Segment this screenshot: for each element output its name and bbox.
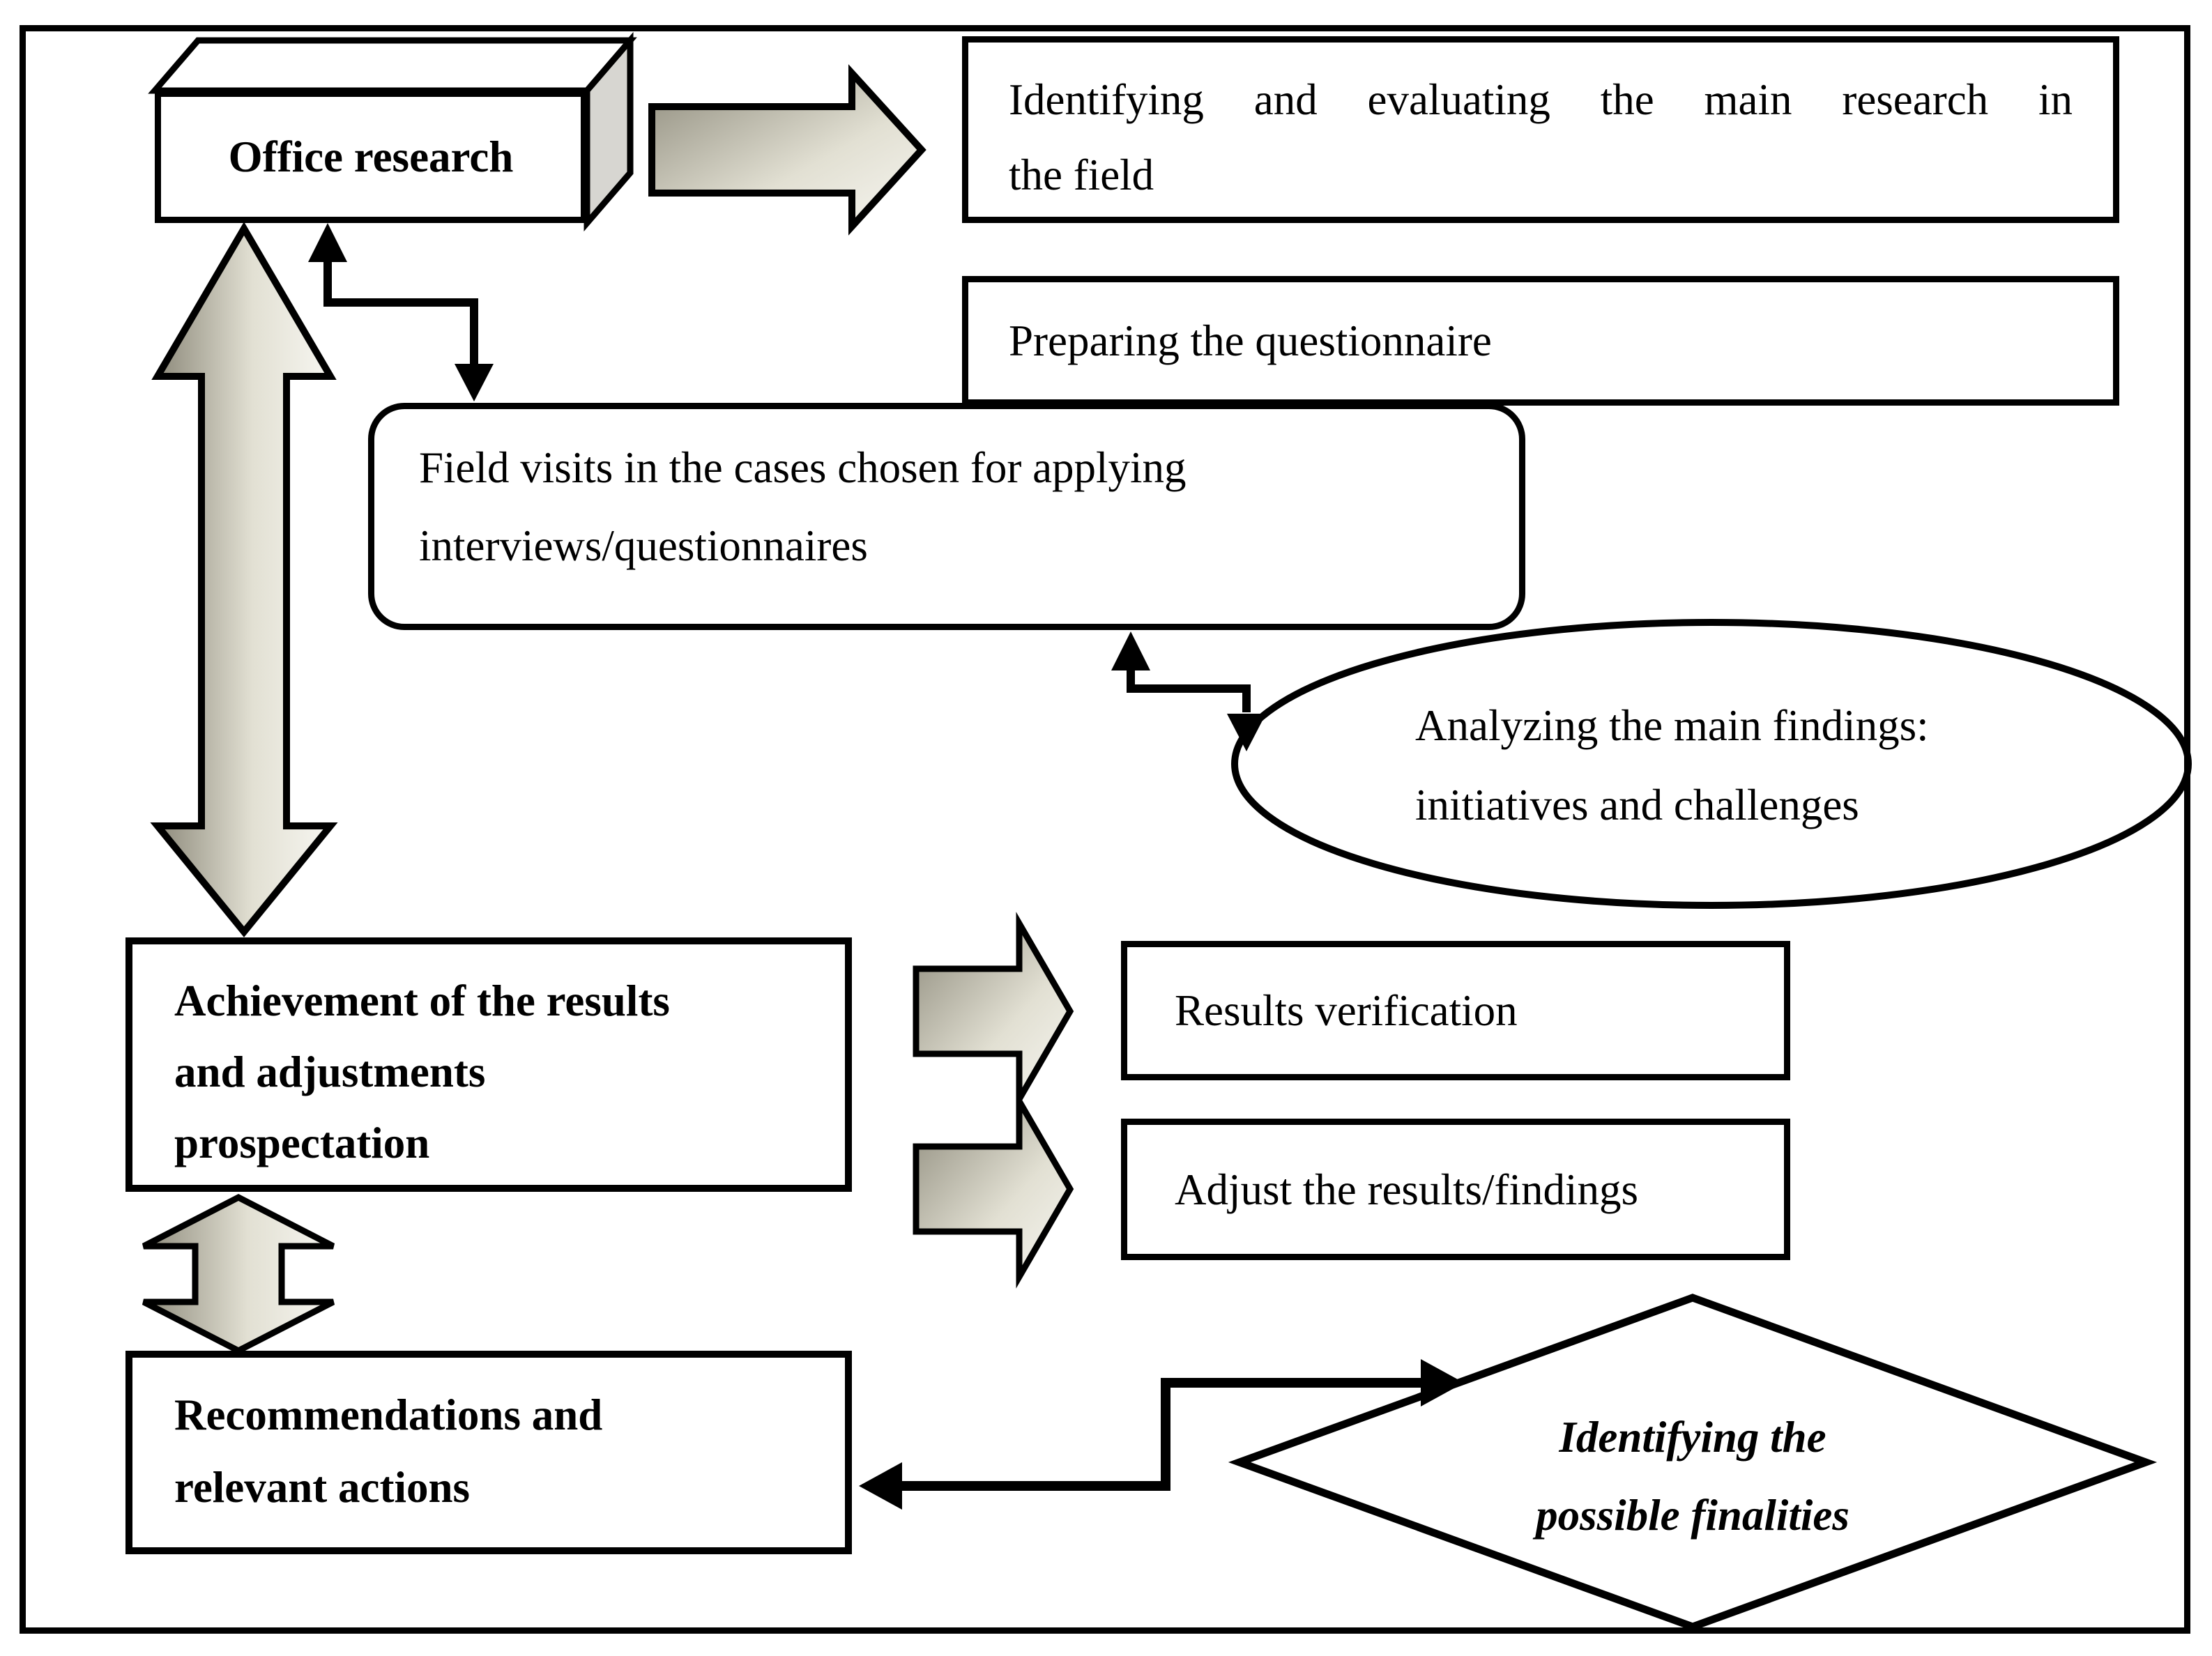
results-verification-label: Results verification: [1175, 986, 1518, 1035]
achievement-box: Achievement of the results and adjustmen…: [125, 937, 852, 1192]
identifying-finalities-line1: Identifying the: [1559, 1413, 1826, 1462]
preparing-questionnaire-label: Preparing the questionnaire: [1009, 316, 1492, 365]
achievement-line2: and adjustments: [174, 1048, 486, 1096]
connector-diamond-arrowhead-right: [1421, 1359, 1464, 1406]
connector-recommendations-diamond-line: [901, 1378, 1422, 1491]
field-visits-line1: Field visits in the cases chosen for app…: [419, 443, 1187, 492]
achievement-line1: Achievement of the results: [174, 976, 670, 1025]
achievement-line3: prospectation: [174, 1119, 430, 1167]
identifying-research-box: Identifying and evaluating the main rese…: [962, 36, 2119, 223]
office-box-side-face: [583, 31, 634, 232]
recommendations-box: Recommendations and relevant actions: [125, 1351, 852, 1554]
adjust-results-label: Adjust the results/findings: [1175, 1165, 1638, 1214]
analyzing-findings-line2: initiatives and challenges: [1415, 781, 1859, 829]
results-verification-box: Results verification: [1121, 941, 1790, 1080]
identifying-finalities-line2: possible finalities: [1536, 1491, 1849, 1540]
arrow-office-to-identifying: [648, 64, 926, 236]
identifying-finalities-diamond: [1228, 1294, 2158, 1631]
analyzing-findings-line1: Analyzing the main findings:: [1415, 701, 1929, 750]
diagram-border: [20, 25, 2190, 1634]
connector-fieldvisits-analyzing-line: [1127, 669, 1251, 712]
field-visits-box: Field visits in the cases chosen for app…: [368, 403, 1525, 630]
connector-recommendations-arrowhead-left: [859, 1462, 902, 1510]
field-visits-line2: interviews/questionnaires: [419, 521, 868, 570]
connector-fieldvisits-arrowhead-down: [455, 364, 494, 401]
identifying-research-line2: the field: [1009, 151, 1154, 199]
connector-office-fieldvisits-line: [323, 259, 478, 365]
office-research-box: Office research: [155, 91, 587, 223]
connector-office-arrowhead-up: [308, 223, 347, 262]
adjust-results-box: Adjust the results/findings: [1121, 1119, 1790, 1260]
recommendations-line2: relevant actions: [174, 1463, 471, 1512]
connector-analyzing-arrowhead-down: [1227, 714, 1266, 751]
preparing-questionnaire-box: Preparing the questionnaire: [962, 276, 2119, 406]
office-research-label: Office research: [228, 132, 514, 181]
identifying-research-line1: Identifying and evaluating the main rese…: [1009, 75, 2073, 124]
analyzing-findings-label: Analyzing the main findings: initiatives…: [1415, 686, 2050, 845]
identifying-finalities-label: Identifying the possible finalities: [1379, 1398, 2006, 1554]
connector-fieldvisits-arrowhead-up: [1111, 631, 1150, 670]
double-arrow-office-achievement: [150, 222, 338, 937]
arrow-achievement-to-adjust: [913, 1089, 1074, 1289]
recommendations-line1: Recommendations and: [174, 1390, 603, 1439]
arrow-achievement-to-results: [913, 912, 1074, 1111]
